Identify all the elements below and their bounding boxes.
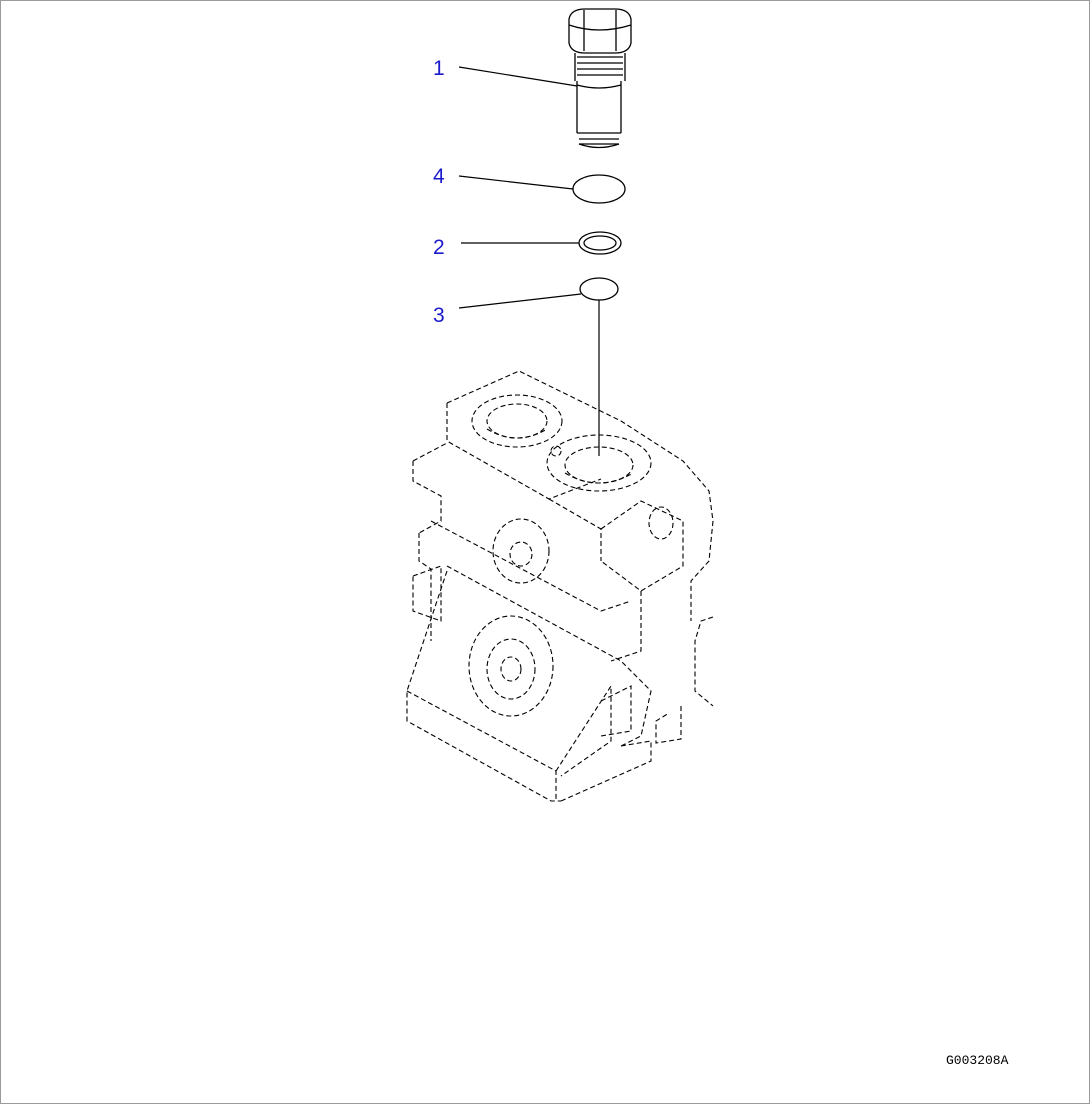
callout-4: 4 <box>433 165 445 188</box>
o-ring-upper-part <box>572 174 626 204</box>
leader-line-3 <box>458 293 582 309</box>
leader-line-1 <box>458 66 578 87</box>
callout-3: 3 <box>433 304 445 327</box>
leader-line-4 <box>458 175 574 190</box>
backup-ring-part <box>578 231 622 255</box>
plug-part <box>568 8 632 149</box>
drawing-code: G003208A <box>946 1053 1009 1068</box>
callout-1: 1 <box>433 57 445 80</box>
valve-body-housing <box>406 370 714 802</box>
o-ring-lower-part <box>579 277 619 301</box>
callout-2: 2 <box>433 236 445 259</box>
